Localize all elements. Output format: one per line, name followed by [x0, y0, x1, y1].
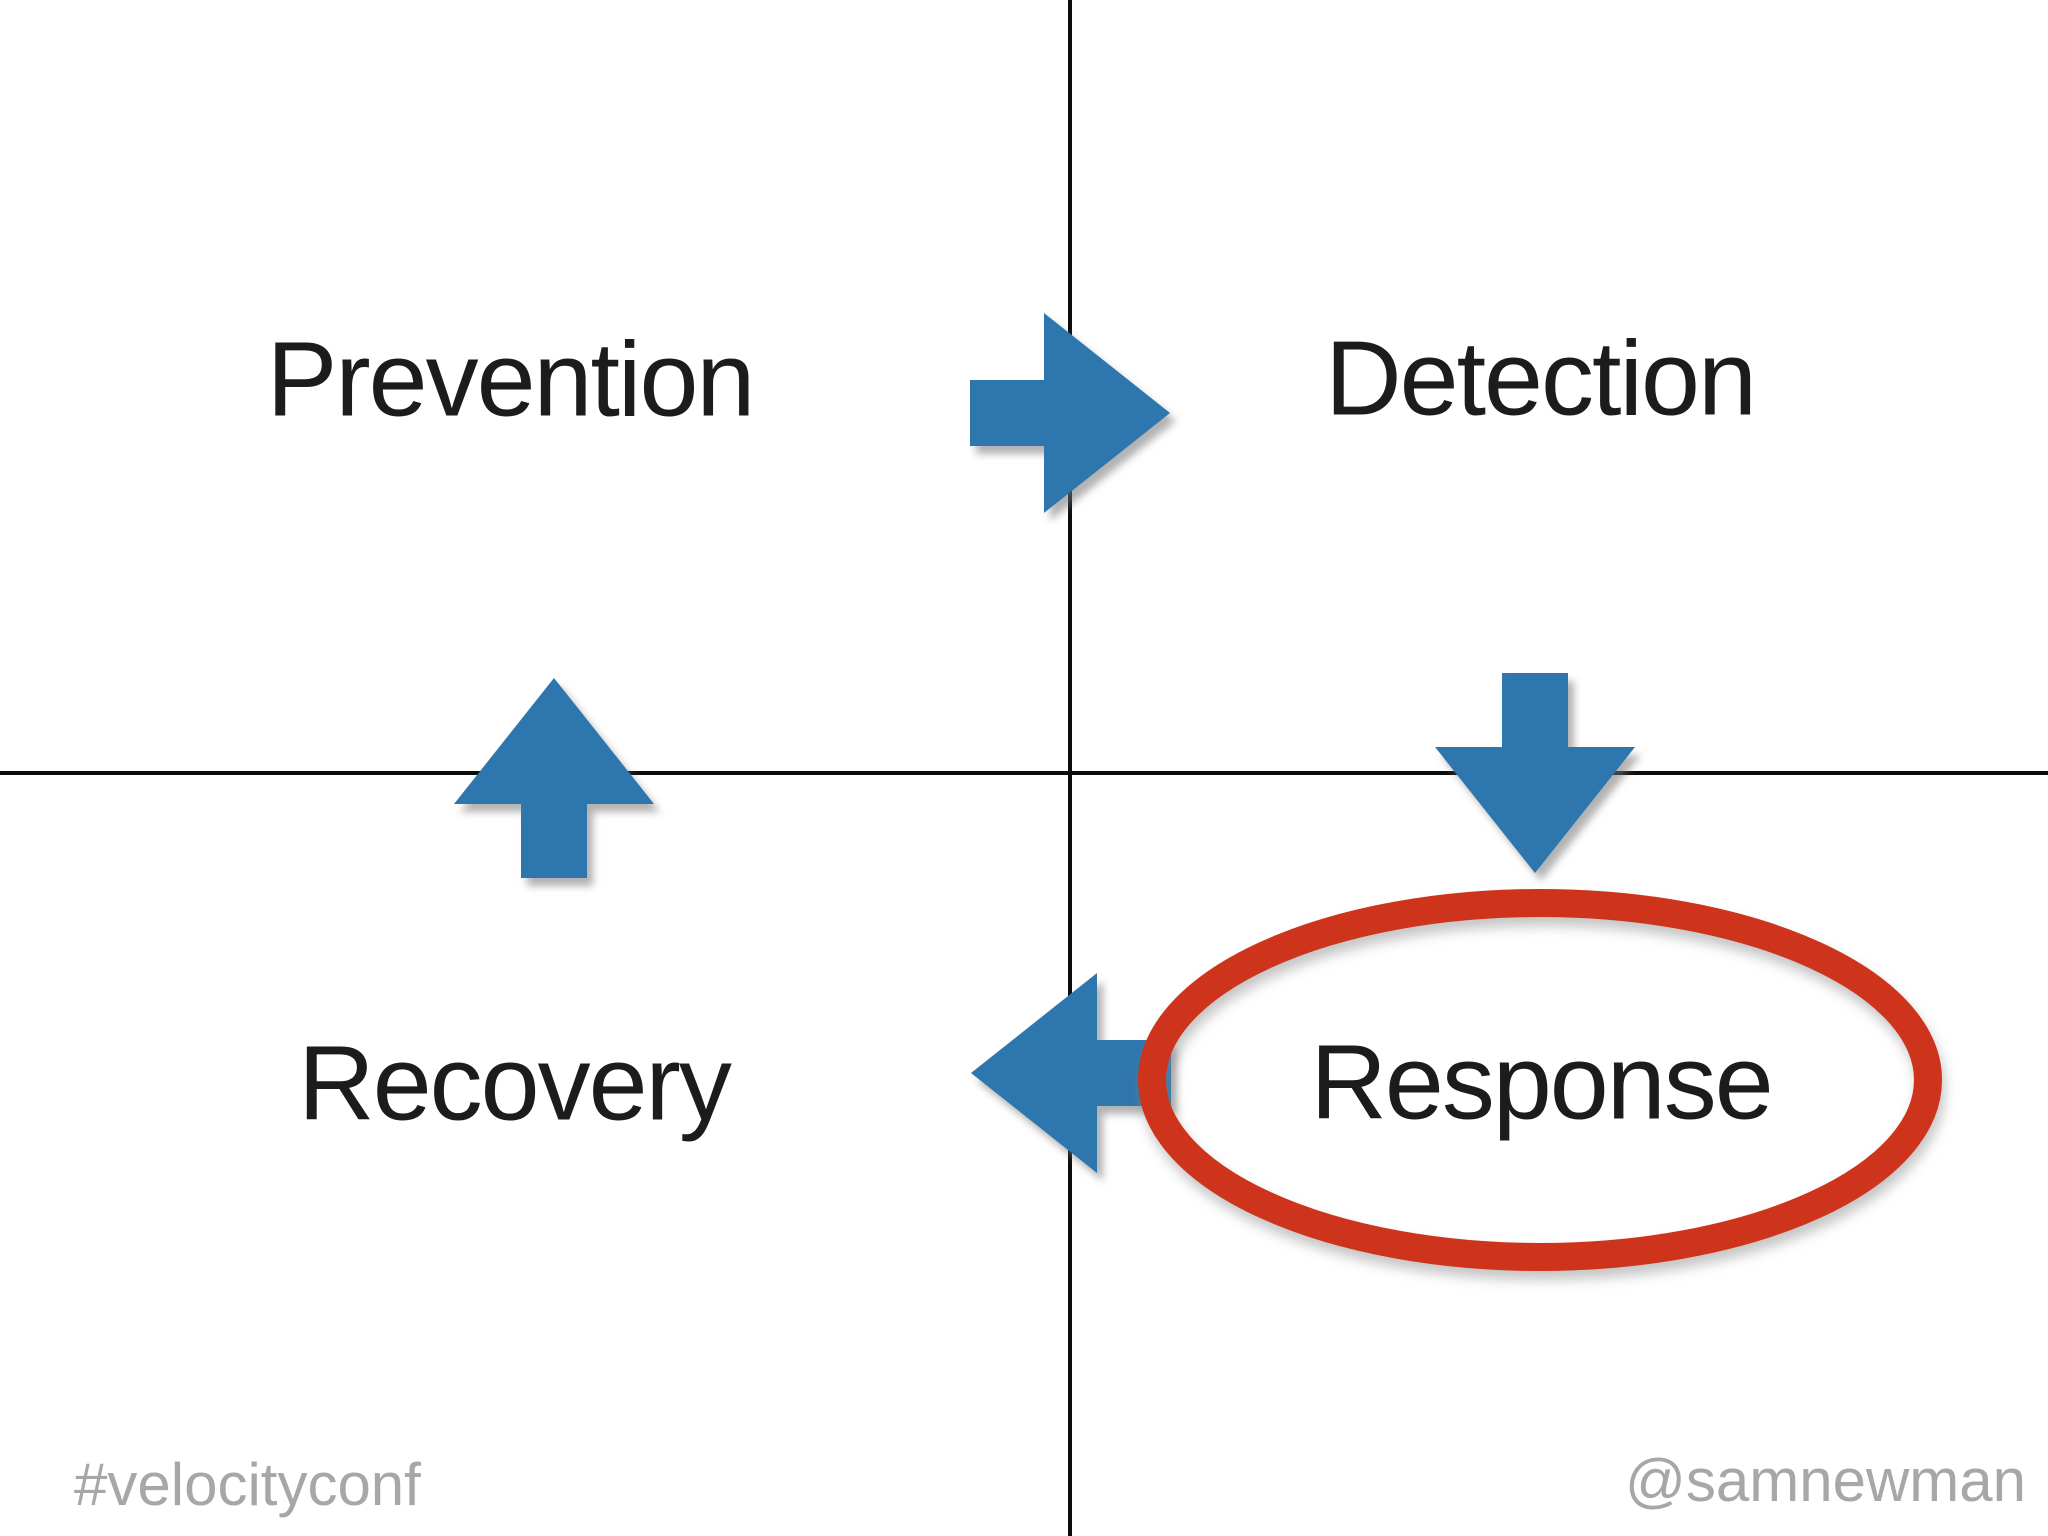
highlight-ellipse — [1138, 889, 1942, 1271]
arrow-right-icon — [970, 313, 1170, 513]
arrow-up-icon — [454, 678, 654, 878]
arrow-down-icon — [1435, 673, 1635, 873]
quadrant-label-response: Response — [1310, 1023, 1773, 1142]
footer-twitter-handle: @samnewman — [1624, 1447, 2026, 1514]
quadrant-label-prevention: Prevention — [266, 320, 756, 439]
vertical-axis-line — [1068, 0, 1072, 1536]
footer-hashtag: #velocityconf — [74, 1451, 421, 1518]
quadrant-label-detection: Detection — [1325, 319, 1757, 438]
arrow-left-icon — [971, 973, 1171, 1173]
quadrant-label-recovery: Recovery — [298, 1024, 732, 1143]
horizontal-axis-line — [0, 771, 2048, 775]
